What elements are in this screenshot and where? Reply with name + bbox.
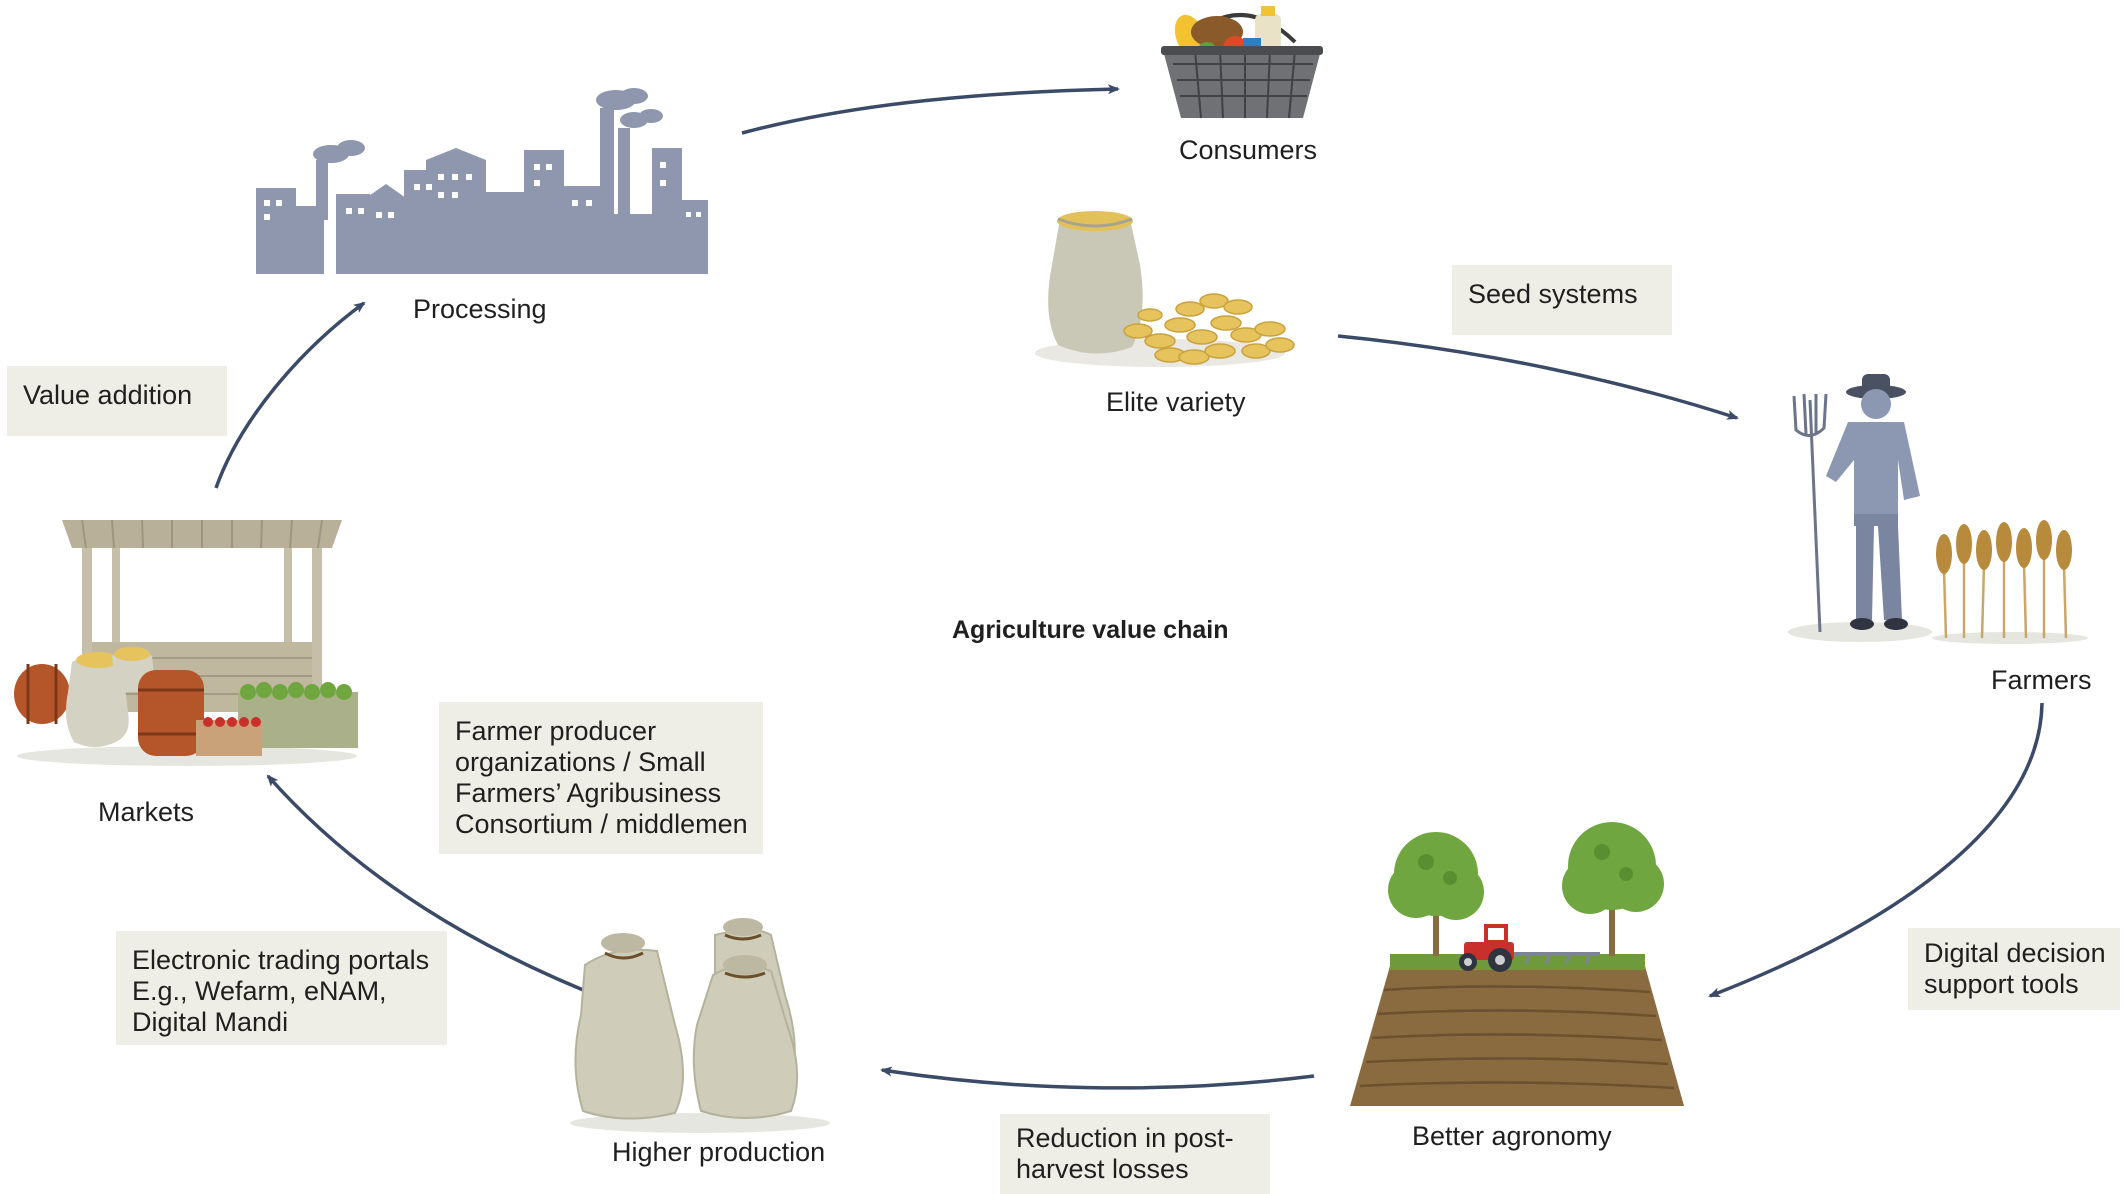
seed-sack-icon — [1035, 211, 1295, 367]
basket-icon — [1161, 6, 1323, 119]
consumers-label: Consumers — [1179, 135, 1318, 165]
electronic-trading-box: Electronic trading portals E.g., Wefarm,… — [116, 931, 447, 1045]
seed-systems-line: Seed systems — [1468, 279, 1638, 309]
trading-line-2: E.g., Wefarm, eNAM, — [132, 976, 387, 1006]
reduction-line-1: Reduction in post- — [1016, 1123, 1234, 1153]
field-tractor-icon — [1350, 822, 1684, 1106]
elite-variety-label: Elite variety — [1106, 387, 1246, 417]
fpo-line-4: Consortium / middlemen — [455, 809, 748, 839]
trading-line-1: Electronic trading portals — [132, 945, 430, 975]
fpo-line-2: organizations / Small — [455, 747, 706, 777]
market-stall-icon — [14, 519, 358, 766]
digital-line-1: Digital decision — [1924, 938, 2106, 968]
processing-label: Processing — [413, 294, 547, 324]
trading-line-3: Digital Mandi — [132, 1007, 289, 1037]
wheat-icon — [1932, 520, 2088, 644]
arrow-agronomy-to-production — [880, 1066, 1315, 1090]
farmers-label: Farmers — [1991, 665, 2092, 695]
reduction-line-2: harvest losses — [1016, 1154, 1189, 1184]
digital-decision-box: Digital decision support tools — [1908, 928, 2120, 1010]
arrow-production-to-markets — [266, 774, 609, 1002]
grain-sacks-icon — [570, 918, 830, 1133]
farmer-icon — [1788, 374, 1932, 642]
reduction-losses-box: Reduction in post- harvest losses — [1000, 1114, 1270, 1194]
value-addition-line: Value addition — [23, 380, 193, 410]
fpo-line-1: Farmer producer — [455, 716, 657, 746]
markets-label: Markets — [98, 797, 195, 827]
arrow-processing-to-consumers — [741, 84, 1120, 135]
diagram-title: Agriculture value chain — [952, 616, 1229, 644]
fpo-box: Farmer producer organizations / Small Fa… — [439, 702, 763, 854]
digital-line-2: support tools — [1924, 969, 2079, 999]
higher-production-label: Higher production — [612, 1137, 826, 1167]
value-addition-box: Value addition — [7, 366, 227, 436]
arrow-farmers-to-agronomy — [1708, 702, 2044, 998]
seed-systems-box: Seed systems — [1452, 265, 1672, 335]
arrow-markets-to-processing — [214, 301, 366, 489]
fpo-line-3: Farmers’ Agribusiness — [455, 778, 722, 808]
better-agronomy-label: Better agronomy — [1412, 1121, 1612, 1151]
factory-icon — [256, 88, 708, 274]
arrow-elite-to-farmers — [1337, 334, 1739, 420]
